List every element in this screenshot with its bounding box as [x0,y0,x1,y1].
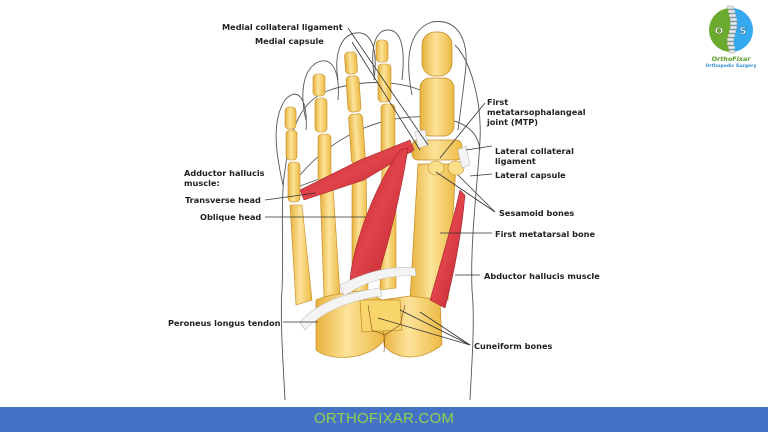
footer-website-link[interactable]: ORTHOFIXAR.COM [313,410,455,427]
leader-lines [264,27,496,346]
lesser-metatarsals [289,159,397,306]
cuneiform-seams [367,304,406,353]
label-first-metatarsal-bone: First metatarsal bone [495,229,595,239]
label-cuneiform-bones: Cuneiform bones [474,341,553,351]
logo-name: OrthoFixar [711,55,751,63]
sesamoid-bones [427,160,465,176]
label-adductor-line2: muscle: [184,178,220,188]
spine-logo-icon: O S [709,5,753,54]
label-first-mtp-line1: First [487,97,509,107]
footer-bar: ORTHOFIXAR.COM [0,407,768,432]
label-first-mtp-line3: joint (MTP) [487,117,539,127]
label-lateral-capsule: Lateral capsule [495,170,566,180]
orthofixar-logo: O S OrthoFixar Orthopedic Surgery [700,4,762,80]
label-sesamoid-bones: Sesamoid bones [499,208,575,218]
foot-illustration [264,21,496,401]
transverse-head-muscle [299,139,415,201]
logo-tagline: Orthopedic Surgery [705,64,757,69]
label-lateral-collateral-line1: Lateral collateral [495,146,574,156]
label-first-mtp-line2: metatarsophalangeal [487,107,586,117]
label-medial-capsule: Medial capsule [255,36,324,46]
label-abductor-hallucis-muscle: Abductor hallucis muscle [484,271,600,281]
label-oblique-head: Oblique head [200,212,262,222]
foot-anatomy-diagram: Medial collateral ligament Medial capsul… [168,21,600,401]
label-medial-collateral-ligament: Medial collateral ligament [222,22,343,32]
svg-text:O: O [715,26,724,37]
label-transverse-head: Transverse head [185,195,261,205]
label-adductor-line1: Adductor hallucis [184,168,265,178]
svg-text:S: S [739,26,746,37]
label-peroneus-longus-tendon: Peroneus longus tendon [168,318,281,328]
label-lateral-collateral-line2: ligament [495,156,536,166]
abductor-hallucis-muscle [429,189,466,309]
tendons [299,129,471,331]
lesser-toe-bones [284,39,396,203]
